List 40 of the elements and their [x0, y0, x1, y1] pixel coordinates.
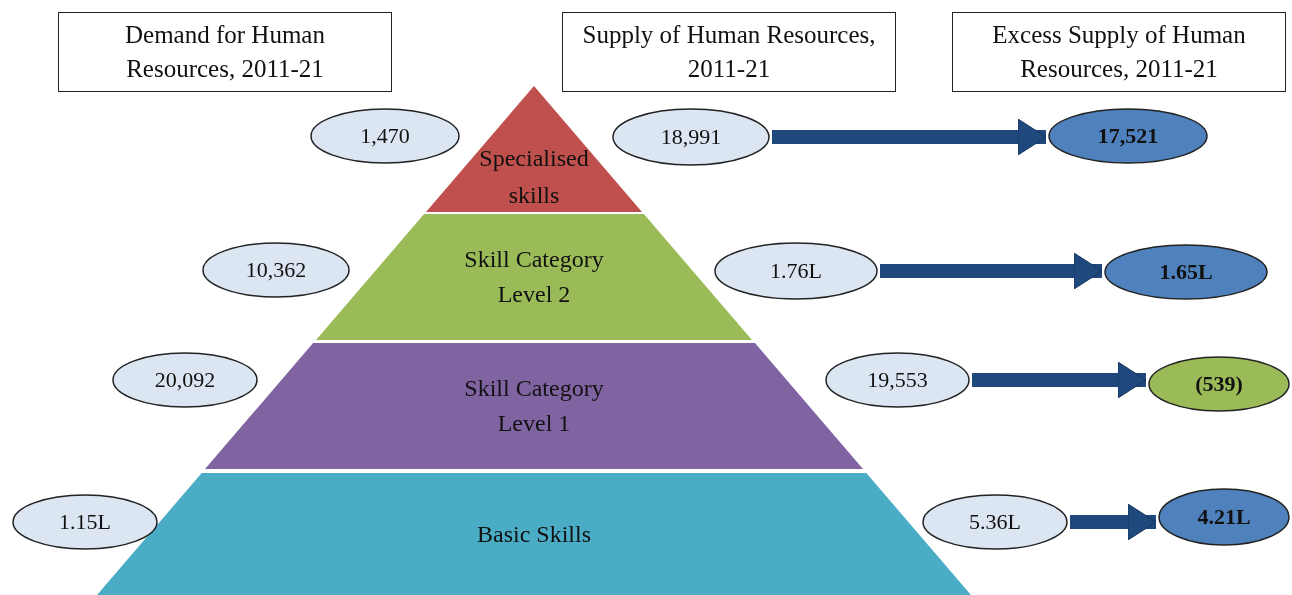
value-ellipse — [922, 494, 1068, 550]
value-ellipse — [202, 242, 350, 298]
pyramid-tier — [316, 214, 752, 340]
value-ellipse — [612, 108, 770, 166]
value-label: 5.36L — [969, 508, 1021, 537]
column-heading: Excess Supply of Human Resources, 2011-21 — [991, 20, 1247, 84]
tier-label: Skill Category Level 1 — [463, 374, 605, 438]
value-label: 17,521 — [1097, 122, 1159, 151]
value-ellipse — [310, 108, 460, 164]
block-arrow — [972, 361, 1147, 399]
block-arrow — [880, 252, 1103, 290]
value-label: 1.65L — [1159, 258, 1213, 287]
value-label: 10,362 — [245, 256, 307, 285]
tier-label: Specialised skills — [478, 143, 590, 210]
column-heading: Supply of Human Resources, 2011-21 — [581, 20, 877, 84]
excess-value-ellipse — [1158, 488, 1290, 546]
value-label: 1.76L — [770, 257, 822, 286]
value-label: 1,470 — [360, 122, 410, 151]
value-ellipse — [825, 352, 970, 408]
value-label: 19,553 — [867, 366, 928, 395]
tier-label: Skill Category Level 2 — [463, 245, 605, 309]
block-arrow — [772, 118, 1047, 156]
column-heading: Demand for Human Resources, 2011-21 — [124, 20, 326, 84]
header-box — [562, 12, 896, 92]
value-label: (539) — [1195, 370, 1243, 399]
value-label: 20,092 — [154, 366, 216, 395]
value-label: 4.21L — [1197, 503, 1251, 532]
excess-value-ellipse — [1048, 108, 1208, 164]
excess-value-ellipse — [1148, 356, 1290, 412]
value-ellipse — [714, 242, 878, 300]
header-box — [58, 12, 392, 92]
excess-value-ellipse — [1104, 244, 1268, 300]
value-label: 18,991 — [660, 123, 722, 152]
block-arrow — [1070, 503, 1157, 541]
header-box — [952, 12, 1286, 92]
pyramid-tier — [426, 86, 642, 212]
value-ellipse — [112, 352, 258, 408]
value-label: 1.15L — [59, 508, 111, 537]
value-ellipse — [12, 494, 158, 550]
tier-label: Basic Skills — [477, 519, 591, 549]
